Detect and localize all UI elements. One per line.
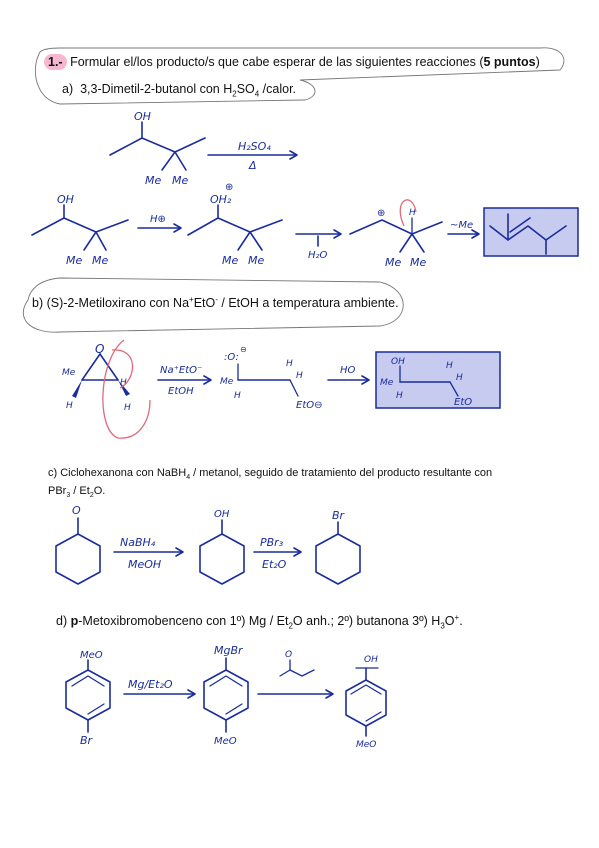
- svg-text:OH: OH: [391, 357, 405, 367]
- svg-text:OH: OH: [214, 509, 230, 520]
- svg-text:Me: Me: [172, 174, 188, 187]
- svg-text:HO: HO: [340, 365, 356, 376]
- svg-text:EtOH: EtOH: [168, 386, 194, 397]
- part-d-statement: d) p-Metoxibromobenceno con 1º) Mg / Et2…: [56, 613, 463, 631]
- svg-text:Br: Br: [80, 734, 94, 747]
- b-arrow2: HO: [327, 365, 370, 385]
- a-oh-label: OH: [134, 110, 151, 123]
- svg-text:MeO: MeO: [80, 650, 103, 661]
- question-header: 1.- Formular el/los producto/s que cabe …: [44, 54, 540, 70]
- part-a-reactant: OH Me Me: [109, 110, 206, 187]
- b-product-box: OH Me H H H EtO: [375, 351, 501, 409]
- a-mech-arrow3: ~Me: [447, 220, 480, 239]
- svg-text:H: H: [296, 371, 303, 381]
- part-b-statement: b) (S)-2-Metiloxirano con Na+EtO- / EtOH…: [32, 295, 399, 311]
- svg-text:Me: Me: [145, 174, 161, 187]
- svg-text:H₂O: H₂O: [308, 250, 328, 261]
- svg-text:⊖: ⊖: [240, 345, 247, 354]
- svg-text:Me: Me: [248, 254, 264, 267]
- part-c-statement-line1: c) Ciclohexanona con NaBH4 / metanol, se…: [48, 467, 493, 482]
- b-intermediate: :O: ⊖ Me H H H EtO⊖: [220, 345, 323, 411]
- a-mech-arrow1: H⊕: [137, 214, 182, 233]
- svg-text::O:: :O:: [224, 352, 239, 363]
- svg-text:Me: Me: [380, 378, 394, 388]
- d-grignard: MgBr MeO: [203, 644, 249, 747]
- svg-text:⊕: ⊕: [225, 182, 233, 193]
- part-c-statement-line2: PBr3 / Et2O.: [48, 485, 106, 500]
- svg-text:MeOH: MeOH: [128, 558, 161, 571]
- a-mech-step3: ⊕ H Me Me: [349, 199, 443, 269]
- svg-text:Mg/Et₂O: Mg/Et₂O: [128, 678, 173, 691]
- svg-text:H: H: [456, 373, 463, 383]
- svg-text:Br: Br: [332, 509, 346, 522]
- d-product: OH MeO: [345, 655, 387, 750]
- c-arrow1: NaBH₄ MeOH: [113, 536, 184, 571]
- svg-text:H: H: [66, 401, 73, 411]
- svg-text:EtO: EtO: [454, 397, 472, 408]
- c-bromocyclohexane: Br: [315, 509, 361, 585]
- svg-text:Me: Me: [62, 368, 76, 378]
- svg-text:O: O: [95, 342, 104, 356]
- svg-text:H: H: [286, 359, 293, 369]
- heat-icon: Δ: [248, 159, 257, 172]
- svg-text:H⊕: H⊕: [150, 214, 166, 225]
- svg-text:H: H: [124, 403, 131, 413]
- svg-text:H: H: [409, 208, 416, 218]
- question-points: 5 puntos: [483, 55, 536, 69]
- svg-text:H: H: [446, 361, 453, 371]
- svg-text:MeO: MeO: [214, 736, 237, 747]
- d-reactant: MeO Br: [65, 650, 111, 747]
- svg-text:OH₂: OH₂: [210, 193, 232, 206]
- c-cyclohexanol: OH: [199, 509, 245, 585]
- svg-text:Me: Me: [385, 256, 401, 269]
- svg-text:OH: OH: [364, 655, 378, 665]
- b-arrow1: Na⁺EtO⁻ EtOH: [157, 365, 212, 397]
- curved-arrow-icon: [102, 339, 151, 439]
- pencil-outline-part-b: [22, 277, 404, 333]
- svg-text:O: O: [285, 650, 292, 660]
- svg-text:NaBH₄: NaBH₄: [120, 536, 156, 549]
- svg-text:EtO⊖: EtO⊖: [296, 400, 323, 411]
- svg-text:Me: Me: [220, 377, 234, 387]
- a-mech-arrow2: H₂O: [295, 229, 342, 261]
- svg-text:O: O: [72, 504, 81, 517]
- a-reagent-label: H₂SO₄: [238, 140, 271, 153]
- svg-text:MeO: MeO: [356, 740, 376, 750]
- a-product-box: [483, 207, 579, 257]
- svg-text:Me: Me: [410, 256, 426, 269]
- svg-text:Me: Me: [222, 254, 238, 267]
- b-reactant: O Me H H H: [62, 339, 151, 439]
- curved-arrow-icon: [111, 349, 134, 389]
- c-arrow2: PBr₃ Et₂O: [253, 536, 302, 571]
- svg-text:H: H: [396, 391, 403, 401]
- svg-text:Me: Me: [92, 254, 108, 267]
- question-statement: Formular el/los producto/s que cabe espe…: [70, 55, 484, 69]
- svg-text:PBr₃: PBr₃: [260, 536, 284, 549]
- svg-text:Na⁺EtO⁻: Na⁺EtO⁻: [160, 365, 202, 376]
- a-mech-step2: OH₂ ⊕ Me Me: [187, 182, 283, 267]
- d-arrow2: O: [257, 650, 334, 699]
- svg-text:H: H: [234, 391, 241, 401]
- question-number: 1.-: [44, 54, 67, 70]
- pencil-outline-header: [34, 47, 565, 105]
- svg-text:MgBr: MgBr: [214, 644, 244, 657]
- part-a-statement: a) 3,3-Dimetil-2-butanol con H2SO4 /calo…: [62, 82, 297, 99]
- svg-text:⊕: ⊕: [377, 208, 385, 219]
- svg-text:Me: Me: [66, 254, 82, 267]
- d-arrow1: Mg/Et₂O: [123, 678, 196, 699]
- curved-arrow-icon: [399, 199, 417, 227]
- c-cyclohexanone: O: [55, 504, 101, 585]
- svg-text:~Me: ~Me: [450, 220, 473, 231]
- svg-text:OH: OH: [57, 193, 74, 206]
- part-a-arrow: H₂SO₄ Δ: [207, 140, 298, 172]
- a-mech-step1: OH Me Me: [31, 193, 129, 267]
- svg-text:H: H: [120, 378, 127, 388]
- svg-text:Et₂O: Et₂O: [262, 558, 287, 571]
